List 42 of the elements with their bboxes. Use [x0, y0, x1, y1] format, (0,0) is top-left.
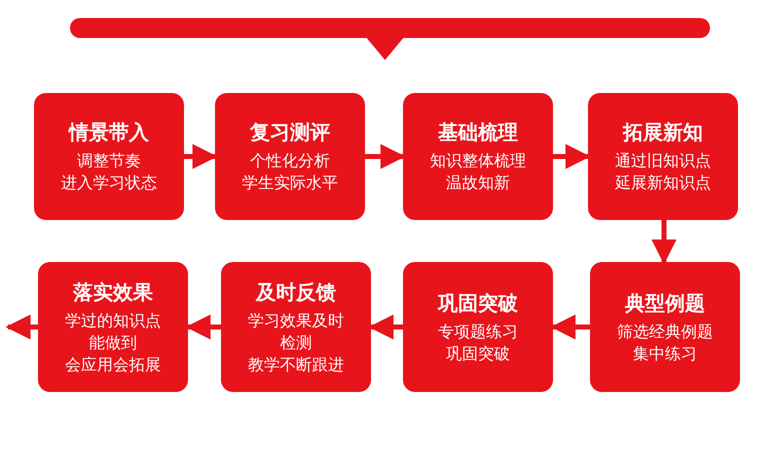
step-text: 知识整体梳理	[430, 151, 526, 171]
step-title: 落实效果	[73, 280, 153, 304]
step-text: 检测	[280, 332, 312, 352]
step-box	[403, 93, 553, 220]
step-title: 典型例题	[625, 290, 705, 316]
step-text: 专项题练习	[438, 322, 518, 342]
arrow	[553, 144, 590, 169]
step-box	[221, 262, 371, 392]
step-text: 集中练习	[633, 344, 697, 364]
arrow	[6, 314, 38, 340]
step-text: 调整节奏	[77, 151, 141, 171]
step-text: 通过旧知识点	[615, 151, 711, 171]
step-text: 延展新知识点	[615, 173, 711, 193]
step-box	[34, 93, 184, 220]
step-text: 能做到	[89, 332, 137, 352]
step-text: 进入学习状态	[61, 173, 157, 193]
step-text: 教学不断跟进	[248, 354, 344, 374]
step-text: 个性化分析	[250, 151, 330, 171]
step-text: 学生实际水平	[242, 173, 338, 193]
step-box	[215, 93, 365, 220]
step-title: 基础梳理	[438, 120, 518, 145]
step-title: 复习测评	[250, 120, 330, 145]
step-box	[38, 262, 188, 392]
step-text: 会应用会拓展	[65, 354, 161, 374]
step-text: 温故知新	[446, 173, 510, 193]
step-text: 筛选经典例题	[617, 322, 713, 342]
arrow	[550, 314, 590, 340]
step-title: 巩固突破	[438, 290, 518, 316]
step-text: 学习效果及时	[248, 310, 344, 330]
step-box	[590, 262, 740, 392]
arrow	[365, 144, 406, 169]
step-title: 情景带入	[69, 120, 149, 145]
arrow	[186, 314, 221, 340]
arrow	[368, 314, 403, 340]
step-title: 拓展新知	[623, 120, 703, 145]
step-box	[403, 262, 553, 392]
step-text: 学过的知识点	[65, 310, 161, 330]
arrow	[652, 220, 676, 264]
arrow	[184, 144, 218, 169]
step-box	[588, 93, 738, 220]
step-title: 及时反馈	[256, 280, 336, 304]
step-text: 巩固突破	[446, 344, 510, 364]
